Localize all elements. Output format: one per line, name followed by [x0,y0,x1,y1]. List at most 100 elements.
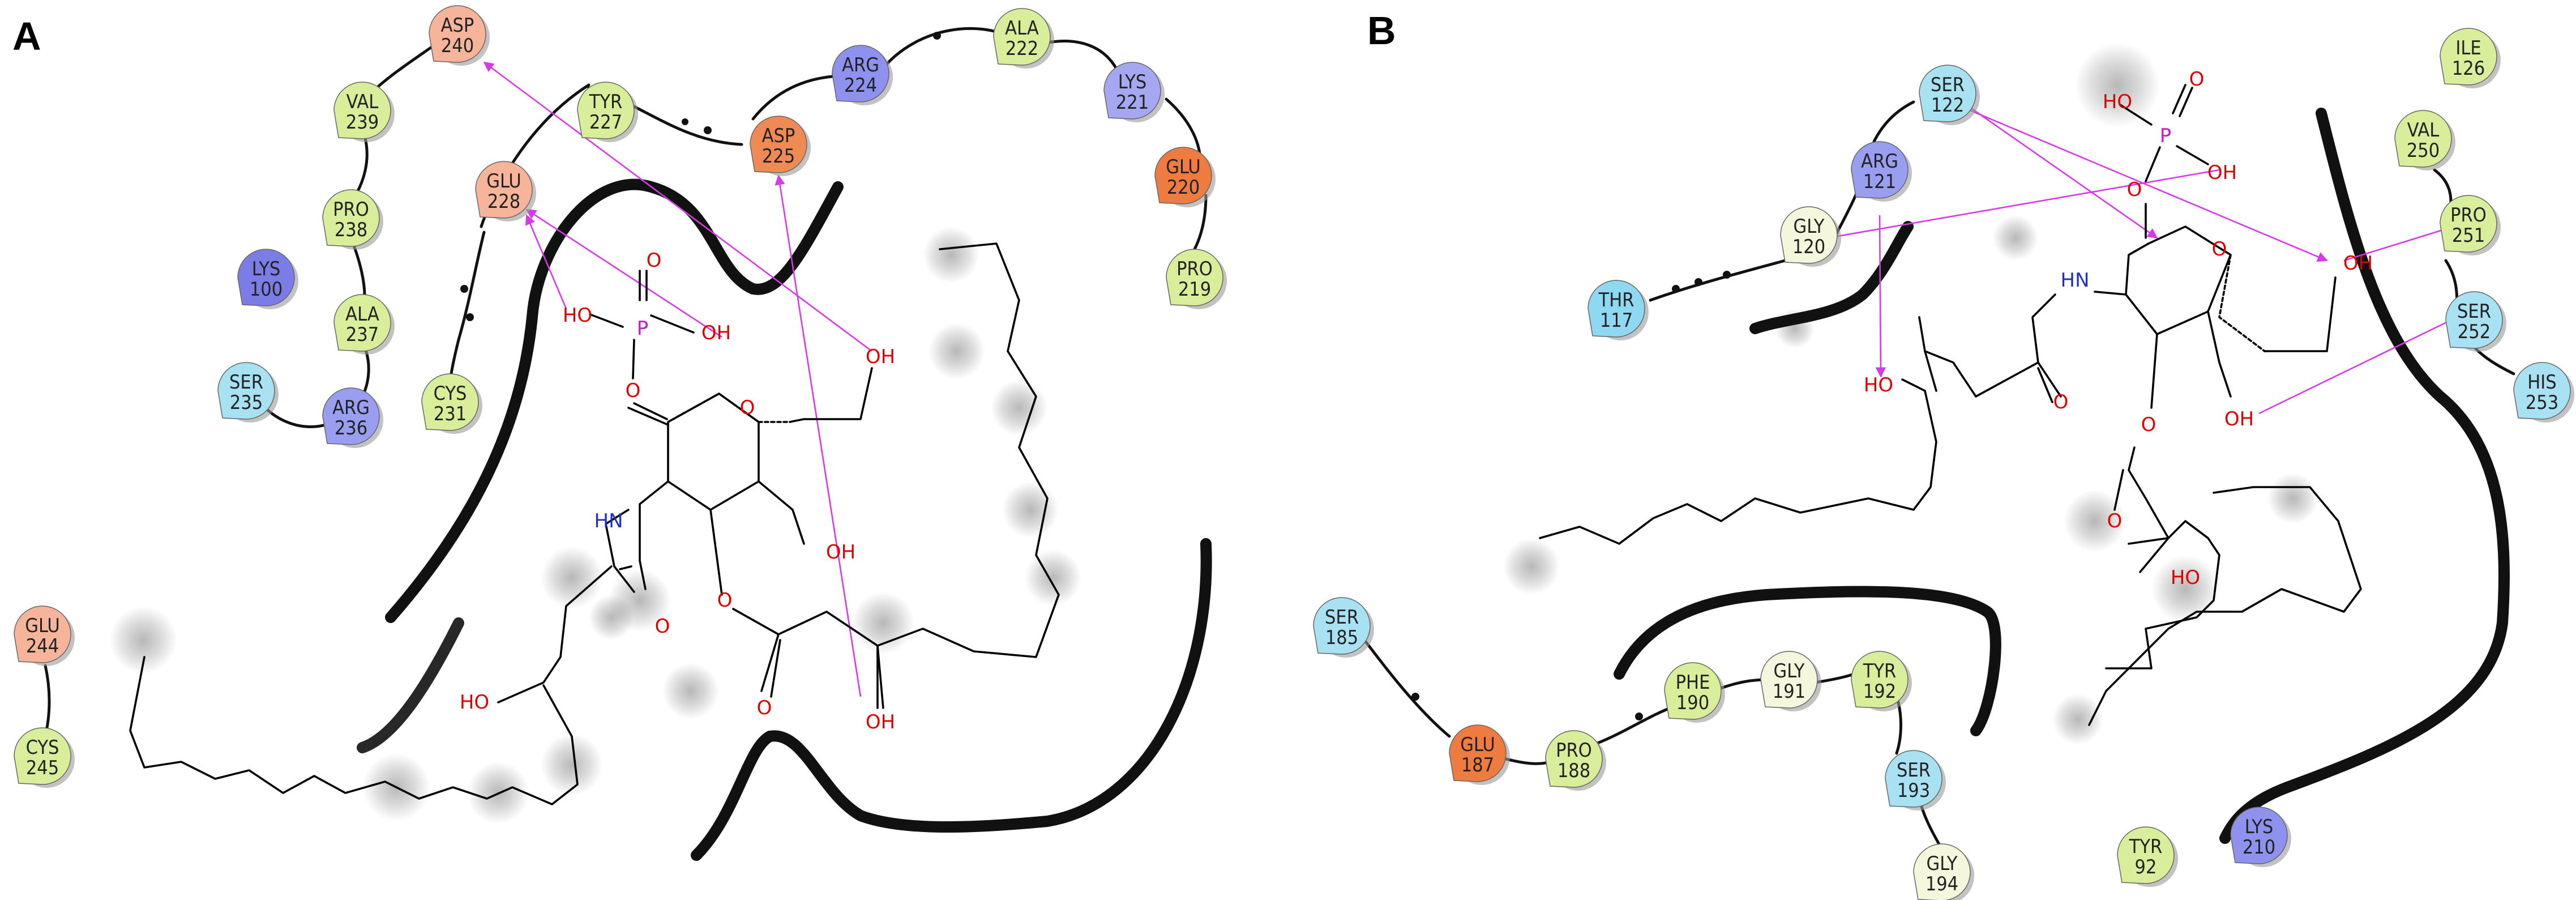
atom-o-ester-a: O [717,589,733,612]
residue-number: 227 [589,111,622,134]
residue-name: CYS [434,382,467,405]
atom-oh-c4-b: OH [2224,408,2254,430]
residue-name: ARG [1861,150,1898,173]
residue-name: GLY [1774,660,1805,683]
residue-name: LYS [2245,816,2274,838]
atom-o-double-a: O [647,249,662,272]
residue-name: PRO [1556,739,1592,762]
pocket-contours-a [357,178,1212,861]
residue-name: ILE [2455,37,2481,59]
residue-name: SER [1897,759,1931,782]
residue-number: 193 [1897,779,1930,802]
residue-number: 235 [230,391,263,414]
atom-o-ring-b: O [2212,238,2227,261]
atom-oh-c6-a: OH [866,346,895,368]
residue-name: SER [1931,74,1965,96]
residue-number: 224 [844,74,877,97]
atom-ho-chain-a: HO [460,691,489,714]
residue-name: LYS [1118,71,1147,93]
residue-number: 210 [2243,836,2275,859]
residue-number: 92 [2135,856,2157,878]
residue-name: TYR [2129,835,2163,858]
residue-number: 117 [1600,309,1633,332]
residue-name: ALA [1005,17,1039,40]
residue-number: 250 [2407,139,2440,162]
residue-number: 122 [1931,94,1964,117]
residue-name: PRO [1176,258,1213,280]
residue-name: TYR [589,91,623,113]
residue-name: GLU [25,615,59,637]
residue-number: 231 [434,403,467,425]
residue-number: 228 [487,190,520,213]
residue-name: SER [2457,300,2491,323]
residue-name: ALA [345,303,379,326]
pocket-contours-b [1614,108,2510,844]
residue-number: 222 [1005,37,1038,60]
residue-name: HIS [2527,371,2556,394]
residue-number: 187 [1461,754,1494,777]
residue-name: TYR [1863,660,1897,683]
residue-name: GLY [1927,852,1958,875]
residue-number: 220 [1167,176,1200,199]
ligand-bonds-a [129,242,1060,805]
residue-number: 194 [1925,873,1958,895]
residue-number: 121 [1863,170,1896,193]
atom-ho-chain2-b: HO [2171,566,2200,589]
residue-number: 188 [1557,760,1590,782]
residue-number: 252 [2458,321,2491,343]
residue-name: PHE [1676,671,1710,694]
residue-name: GLU [1166,156,1200,178]
atom-o-amide-a: O [655,615,670,638]
panel-label-b: B [1367,8,1396,53]
atom-o-ester-b: O [2141,413,2156,436]
atom-o-amide-b: O [2053,391,2069,413]
ligand-bonds-b [1539,84,2362,726]
residue-number: 225 [762,145,795,168]
residue-number: 190 [1676,692,1709,714]
residues-a: ASP240VAL239PRO238ALA237ARG236SER235LYS1… [14,5,1227,788]
residue-number: 192 [1863,680,1896,703]
atom-oh-c4-a: OH [826,541,855,564]
atom-o-link-a: O [626,379,641,402]
hbond-arrows-b [1811,106,2464,415]
atom-o-link-b: O [2127,178,2142,201]
residue-number: 251 [2452,224,2485,247]
ligand-atoms-a: HO P O OH O O HN O O O OH OH HO OH [460,249,895,733]
atom-o-double-b: O [2189,68,2205,91]
residue-name: GLU [486,170,521,193]
atom-o-carbonyl-b: O [2107,510,2123,532]
atom-oh-chain-a: OH [866,711,895,733]
atom-oh-c6-b: OH [2343,252,2373,275]
residue-name: VAL [2407,119,2440,142]
residue-number: 191 [1773,680,1805,703]
solvent-exposure-halos-b [1503,42,2318,745]
atom-ho-phosphate-a: HO [563,304,592,327]
residue-name: PRO [333,198,369,221]
